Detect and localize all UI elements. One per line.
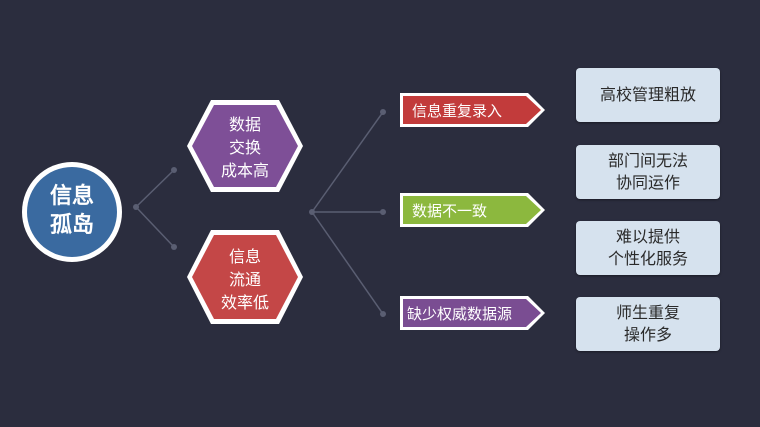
effect-box-extensive-management: 高校管理粗放 bbox=[576, 68, 720, 122]
issue-3-label: 缺少权威数据源 bbox=[407, 305, 512, 323]
connectors-root bbox=[135, 169, 175, 248]
cause-2-line-2: 流通 bbox=[229, 270, 261, 289]
effect-4-line-2: 操作多 bbox=[623, 325, 672, 344]
connector-dots-root bbox=[133, 167, 177, 250]
cause-1-line-1: 数据 bbox=[229, 115, 261, 134]
connectors-issues bbox=[311, 111, 384, 315]
cause-1-line-2: 交换 bbox=[229, 138, 261, 157]
cause-2-line-1: 信息 bbox=[229, 247, 261, 266]
issue-arrow-no-authoritative-source: 缺少权威数据源 bbox=[400, 296, 545, 330]
effect-3-line-2: 个性化服务 bbox=[607, 249, 688, 268]
connector-dots-issues bbox=[309, 109, 386, 317]
effect-4-line-1: 师生重复 bbox=[615, 303, 680, 322]
effect-1-line-1: 高校管理粗放 bbox=[599, 85, 696, 104]
effect-box-repeated-operations: 师生重复 操作多 bbox=[576, 297, 720, 351]
root-label-line2: 孤岛 bbox=[50, 212, 94, 238]
cause-1-line-3: 成本高 bbox=[221, 161, 269, 180]
effect-2-line-2: 协同运作 bbox=[615, 173, 680, 192]
effect-box-no-collaboration: 部门间无法 协同运作 bbox=[576, 145, 720, 199]
effect-3-line-1: 难以提供 bbox=[615, 227, 680, 246]
root-label-line1: 信息 bbox=[50, 183, 94, 209]
cause-hexagon-circulation-efficiency: 信息 流通 效率低 bbox=[187, 230, 303, 324]
issue-1-label: 信息重复录入 bbox=[412, 102, 502, 120]
issue-arrow-inconsistent-data: 数据不一致 bbox=[400, 193, 545, 227]
cause-hexagon-exchange-cost: 数据 交换 成本高 bbox=[187, 100, 303, 192]
issue-2-label: 数据不一致 bbox=[412, 202, 487, 220]
issue-arrow-duplicate-entry: 信息重复录入 bbox=[400, 93, 545, 127]
effect-2-line-1: 部门间无法 bbox=[607, 151, 688, 170]
root-node: 信息 孤岛 bbox=[22, 162, 122, 262]
effect-box-no-personalized-service: 难以提供 个性化服务 bbox=[576, 221, 720, 275]
cause-2-line-3: 效率低 bbox=[221, 293, 269, 312]
